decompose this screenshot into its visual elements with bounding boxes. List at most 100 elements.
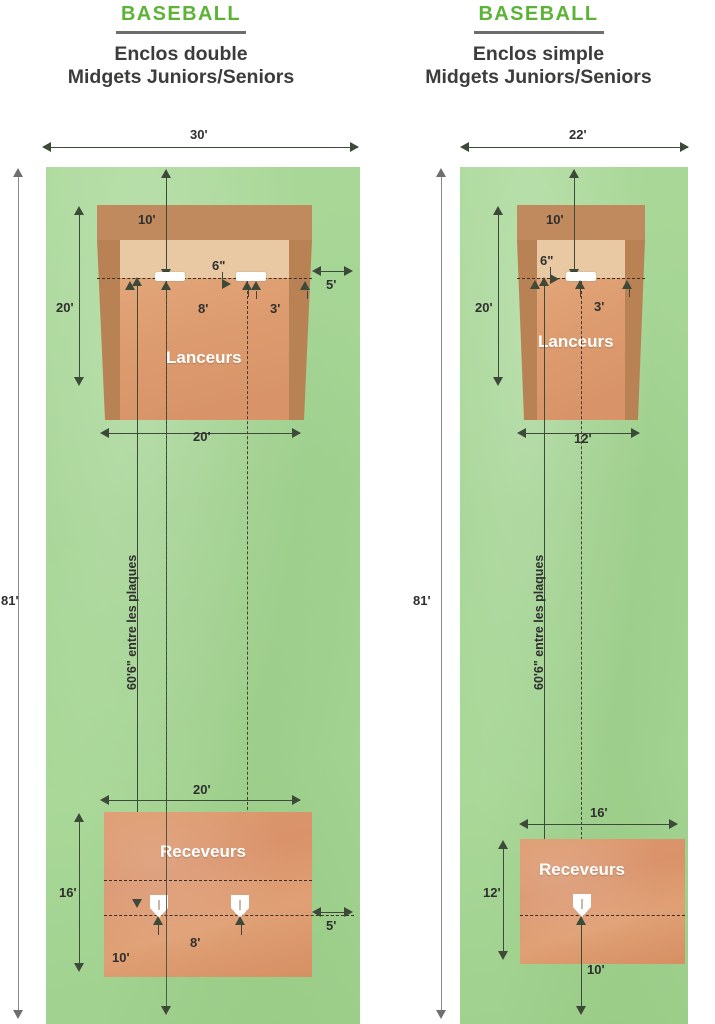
rubber-length-label-right: 6"	[540, 253, 554, 268]
mound-width-line	[108, 433, 300, 434]
subtitle-line-1: Enclos double	[114, 43, 248, 65]
rubber-spacing-bracket	[166, 286, 249, 297]
overall-width-line	[50, 147, 358, 148]
overall-width-arrow-left	[42, 142, 51, 152]
plate-distance-line-1	[137, 281, 138, 904]
rubber-reference-line-left	[97, 278, 312, 279]
mound-width-label: 20'	[193, 429, 211, 444]
mound-top-offset-arrow-top	[161, 169, 171, 178]
mound-width-label-right: 12'	[574, 431, 592, 446]
catcher-plate-bottom-line-right	[581, 920, 582, 1010]
pitching-rubber-right	[566, 272, 596, 281]
mound-depth-arrow-bottom-right	[493, 377, 503, 386]
catcher-width-arrow-right-right	[669, 819, 678, 829]
catcher-clearance-label: 5'	[326, 918, 337, 933]
catcher-height-label: 16'	[59, 885, 77, 900]
mound-left-edge-arrow-right	[530, 280, 540, 289]
center-solid-line	[166, 281, 167, 1011]
catcher-height-arrow-bottom-right	[498, 951, 508, 960]
catcher-width-line-right	[527, 824, 677, 825]
catcher-width-arrow-left	[100, 795, 109, 805]
rubber-edge-arrow-left-right	[575, 280, 585, 289]
mound-depth-arrow-bottom	[74, 377, 84, 386]
center-dashed-line-2	[247, 281, 248, 910]
rubber-edge-label: 3'	[270, 301, 281, 316]
catcher-plate-bottom-arrow	[132, 899, 142, 908]
overall-width-arrow-right-right	[680, 142, 689, 152]
zone-label-pitchers-right: Lanceurs	[538, 332, 614, 351]
mound-top-offset-label-right: 10'	[546, 212, 564, 227]
catcher-reference-line-1	[104, 880, 312, 881]
plate-spacing-arrow-left	[153, 916, 163, 925]
catcher-width-label: 20'	[193, 782, 211, 797]
rubber-length-arrow-right	[550, 274, 559, 284]
center-dashed-line-right	[581, 281, 582, 910]
rubber-spacing-label: 8'	[198, 301, 209, 316]
overall-width-arrow-left-right	[460, 142, 469, 152]
mound-clearance-label: 5'	[326, 277, 337, 292]
catcher-plate-bottom-label: 10'	[112, 950, 130, 965]
catcher-plate-bottom-label-right: 10'	[587, 962, 605, 977]
subtitle-right-line-1: Enclos simple	[472, 43, 605, 65]
overall-height-line	[18, 176, 19, 1014]
mound-width-arrow-left-right	[517, 428, 526, 438]
rubber-length-label: 6"	[212, 258, 226, 273]
mound-clearance-line	[320, 271, 350, 272]
rubber-length-arrow	[222, 279, 231, 289]
plate-distance-line-right	[544, 281, 545, 904]
catcher-height-label-right: 12'	[483, 885, 501, 900]
zone-label-catchers-left: Receveurs	[160, 842, 247, 861]
subtitle-right-line-2: Midgets Juniors/Seniors	[425, 66, 652, 88]
overall-width-arrow-right	[350, 142, 359, 152]
header-right: BASEBALL Enclos simple Midgets Juniors/S…	[362, 4, 715, 89]
mound-width-line-right	[525, 433, 639, 434]
catcher-width-arrow-left-right	[519, 819, 528, 829]
catcher-width-label-right: 16'	[590, 805, 608, 820]
plate-distance-label: 60'6" entre les plaques	[125, 554, 139, 690]
plate-spacing-label: 8'	[190, 935, 201, 950]
center-solid-arrow-bottom	[161, 1006, 171, 1015]
home-plate-2	[229, 895, 251, 919]
catcher-clearance-line	[320, 912, 350, 913]
panel-enclos-simple: BASEBALL Enclos simple Midgets Juniors/S…	[362, 0, 715, 1024]
plate-distance-arrow-top-1	[132, 277, 142, 286]
sport-title: BASEBALL	[120, 3, 242, 25]
catcher-height-arrow-top	[74, 813, 84, 822]
catcher-reference-line-2	[104, 915, 354, 916]
pitchers-mound-left	[97, 205, 312, 420]
rubber-edge-arrow-right	[300, 281, 310, 290]
catcher-clearance-arrow-right	[344, 907, 353, 917]
catchers-box-left	[104, 812, 312, 977]
mound-depth-label-right: 20'	[475, 300, 493, 315]
plate-distance-label-right: 60'6" entre les plaques	[532, 554, 546, 690]
catcher-plate-bottom-arrow-bottom-right	[576, 1006, 586, 1015]
catcher-reference-line-right	[520, 915, 685, 916]
overall-height-label: 81'	[1, 593, 19, 608]
mound-depth-arrow-top	[74, 206, 84, 215]
catcher-clearance-arrow-left	[312, 907, 321, 917]
panel-enclos-double: BASEBALL Enclos double Midgets Juniors/S…	[0, 4, 362, 1024]
header-left: BASEBALL Enclos double Midgets Juniors/S…	[0, 4, 362, 89]
catchers-box-right	[520, 839, 685, 964]
plate-distance-arrow-top-right	[539, 277, 549, 286]
mound-depth-line-right	[498, 214, 499, 381]
mound-top-offset-label: 10'	[138, 212, 156, 227]
rubber-length-leader	[222, 272, 223, 284]
mound-clearance-arrow-right	[344, 266, 353, 276]
rubber-edge-arrow-left	[251, 281, 261, 290]
overall-height-label-right: 81'	[413, 593, 431, 608]
home-plate-right	[571, 894, 593, 918]
pitching-rubber-1	[155, 272, 185, 281]
overall-height-arrow-top-right	[436, 168, 446, 177]
mound-top-offset-line	[166, 177, 167, 271]
mound-top-offset-line-right	[574, 177, 575, 271]
plate-spacing-bracket	[158, 922, 242, 935]
mound-depth-line	[79, 214, 80, 381]
rubber-edge-label-right: 3'	[594, 299, 605, 314]
rubber-edge-arrow-right-right	[622, 280, 632, 289]
zone-label-catchers-right: Receveurs	[539, 860, 626, 879]
rubber-edge-bracket-right	[580, 289, 630, 297]
mound-left-edge-arrow	[125, 281, 135, 290]
overall-height-arrow-top	[13, 168, 23, 177]
overall-width-line-right	[468, 147, 688, 148]
